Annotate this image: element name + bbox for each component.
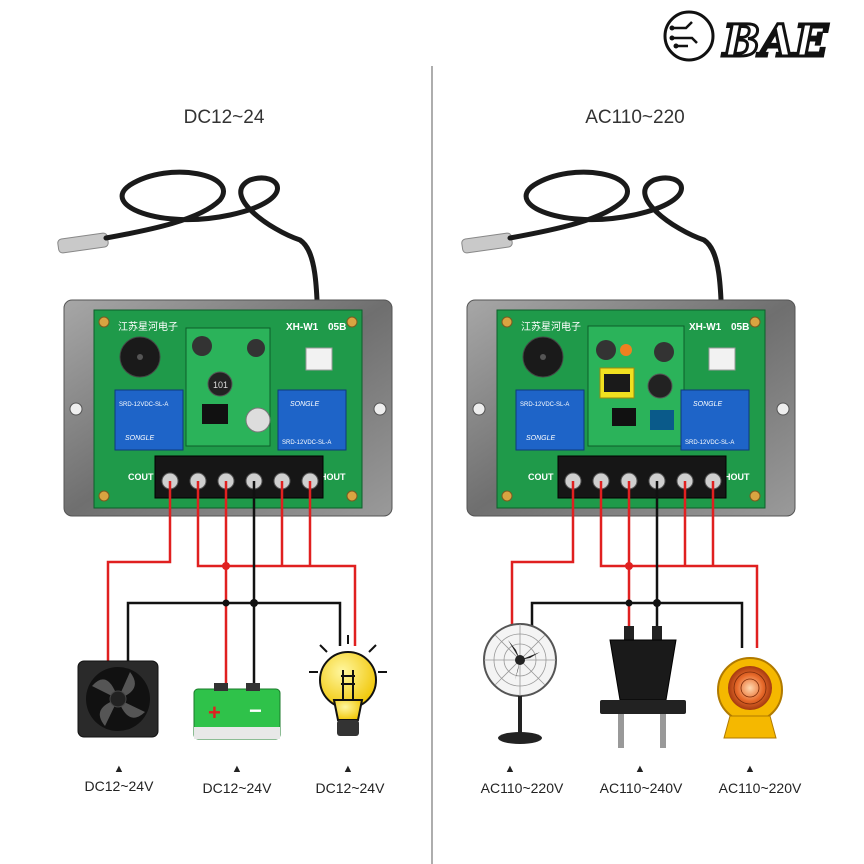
left-fan-marker: ▲ [114, 763, 125, 775]
right-heater-caption: AC110~220V [719, 780, 802, 796]
left-terminal-block [154, 455, 324, 499]
left-heading: DC12~24 [184, 107, 265, 128]
right-heater-device [717, 657, 783, 739]
right-maker-text: 江苏星河电子 [521, 320, 581, 333]
right-cout-label: COUT [528, 472, 554, 482]
left-temperature-probe [57, 169, 321, 353]
left-fan-caption: DC12~24V [85, 778, 155, 794]
left-inductor-code: 101 [213, 380, 228, 390]
right-relay-right: SONGLE SRD-12VDC-SL-A [680, 389, 750, 451]
left-battery-device: + − [193, 683, 281, 740]
left-cout-label: COUT [128, 472, 154, 482]
right-plate-hole-left [472, 402, 486, 416]
right-wiring [510, 481, 759, 648]
svg-text:SRD-12VDC-SL-A: SRD-12VDC-SL-A [685, 440, 734, 446]
left-hout-label: HOUT [320, 472, 346, 482]
brand-logo-text: BAE [721, 16, 829, 67]
left-panel: 江苏星河电子 XH-W1 05B 101 SRD-12VDC-SL-A SONG… [57, 107, 393, 796]
left-fan-device [77, 660, 159, 738]
battery-plus-sign: + [208, 700, 221, 725]
left-model-suffix: 05B [328, 322, 346, 333]
brand-logo: BAE [663, 10, 831, 69]
right-model-text: XH-W1 [689, 322, 722, 333]
right-plate-hole-right [776, 402, 790, 416]
left-battery-marker: ▲ [232, 763, 243, 775]
left-battery-caption: DC12~24V [203, 780, 273, 796]
right-plug-caption: AC110~240V [600, 780, 683, 796]
right-model-suffix: 05B [731, 322, 749, 333]
left-relay-left: SRD-12VDC-SL-A SONGLE [114, 389, 184, 451]
left-plate-hole-right [373, 402, 387, 416]
battery-minus-sign: − [249, 698, 262, 723]
right-hout-label: HOUT [724, 472, 750, 482]
right-fan-device [483, 623, 557, 744]
svg-text:SONGLE: SONGLE [290, 401, 320, 408]
right-heading: AC110~220 [585, 107, 684, 128]
right-fan-marker: ▲ [505, 763, 516, 775]
right-relay-left: SRD-12VDC-SL-A SONGLE [515, 389, 585, 451]
left-model-text: XH-W1 [286, 322, 319, 333]
left-bulb-marker: ▲ [343, 763, 354, 775]
right-plug-device [600, 626, 686, 748]
svg-text:SRD-12VDC-SL-A: SRD-12VDC-SL-A [119, 402, 168, 408]
left-bulb-caption: DC12~24V [316, 780, 386, 796]
svg-text:SRD-12VDC-SL-A: SRD-12VDC-SL-A [282, 440, 331, 446]
left-sensor-socket [305, 347, 333, 371]
left-wiring [106, 481, 357, 691]
left-bulb-device [309, 635, 387, 736]
svg-text:SRD-12VDC-SL-A: SRD-12VDC-SL-A [520, 402, 569, 408]
right-heater-marker: ▲ [745, 763, 756, 775]
right-fan-caption: AC110~220V [481, 780, 564, 796]
right-panel: 江苏星河电子 XH-W1 05B SRD-12VDC-SL-A SONGLE S… [461, 107, 802, 796]
right-sensor-socket [708, 347, 736, 371]
left-plate-hole-left [69, 402, 83, 416]
left-maker-text: 江苏星河电子 [118, 320, 178, 333]
svg-text:SONGLE: SONGLE [693, 401, 723, 408]
right-terminal-block [557, 455, 727, 499]
right-temperature-probe [461, 169, 725, 353]
svg-text:SONGLE: SONGLE [125, 435, 155, 442]
right-plug-marker: ▲ [635, 763, 646, 775]
svg-text:SONGLE: SONGLE [526, 435, 556, 442]
left-inductor [207, 371, 233, 397]
left-relay-right: SONGLE SRD-12VDC-SL-A [277, 389, 347, 451]
